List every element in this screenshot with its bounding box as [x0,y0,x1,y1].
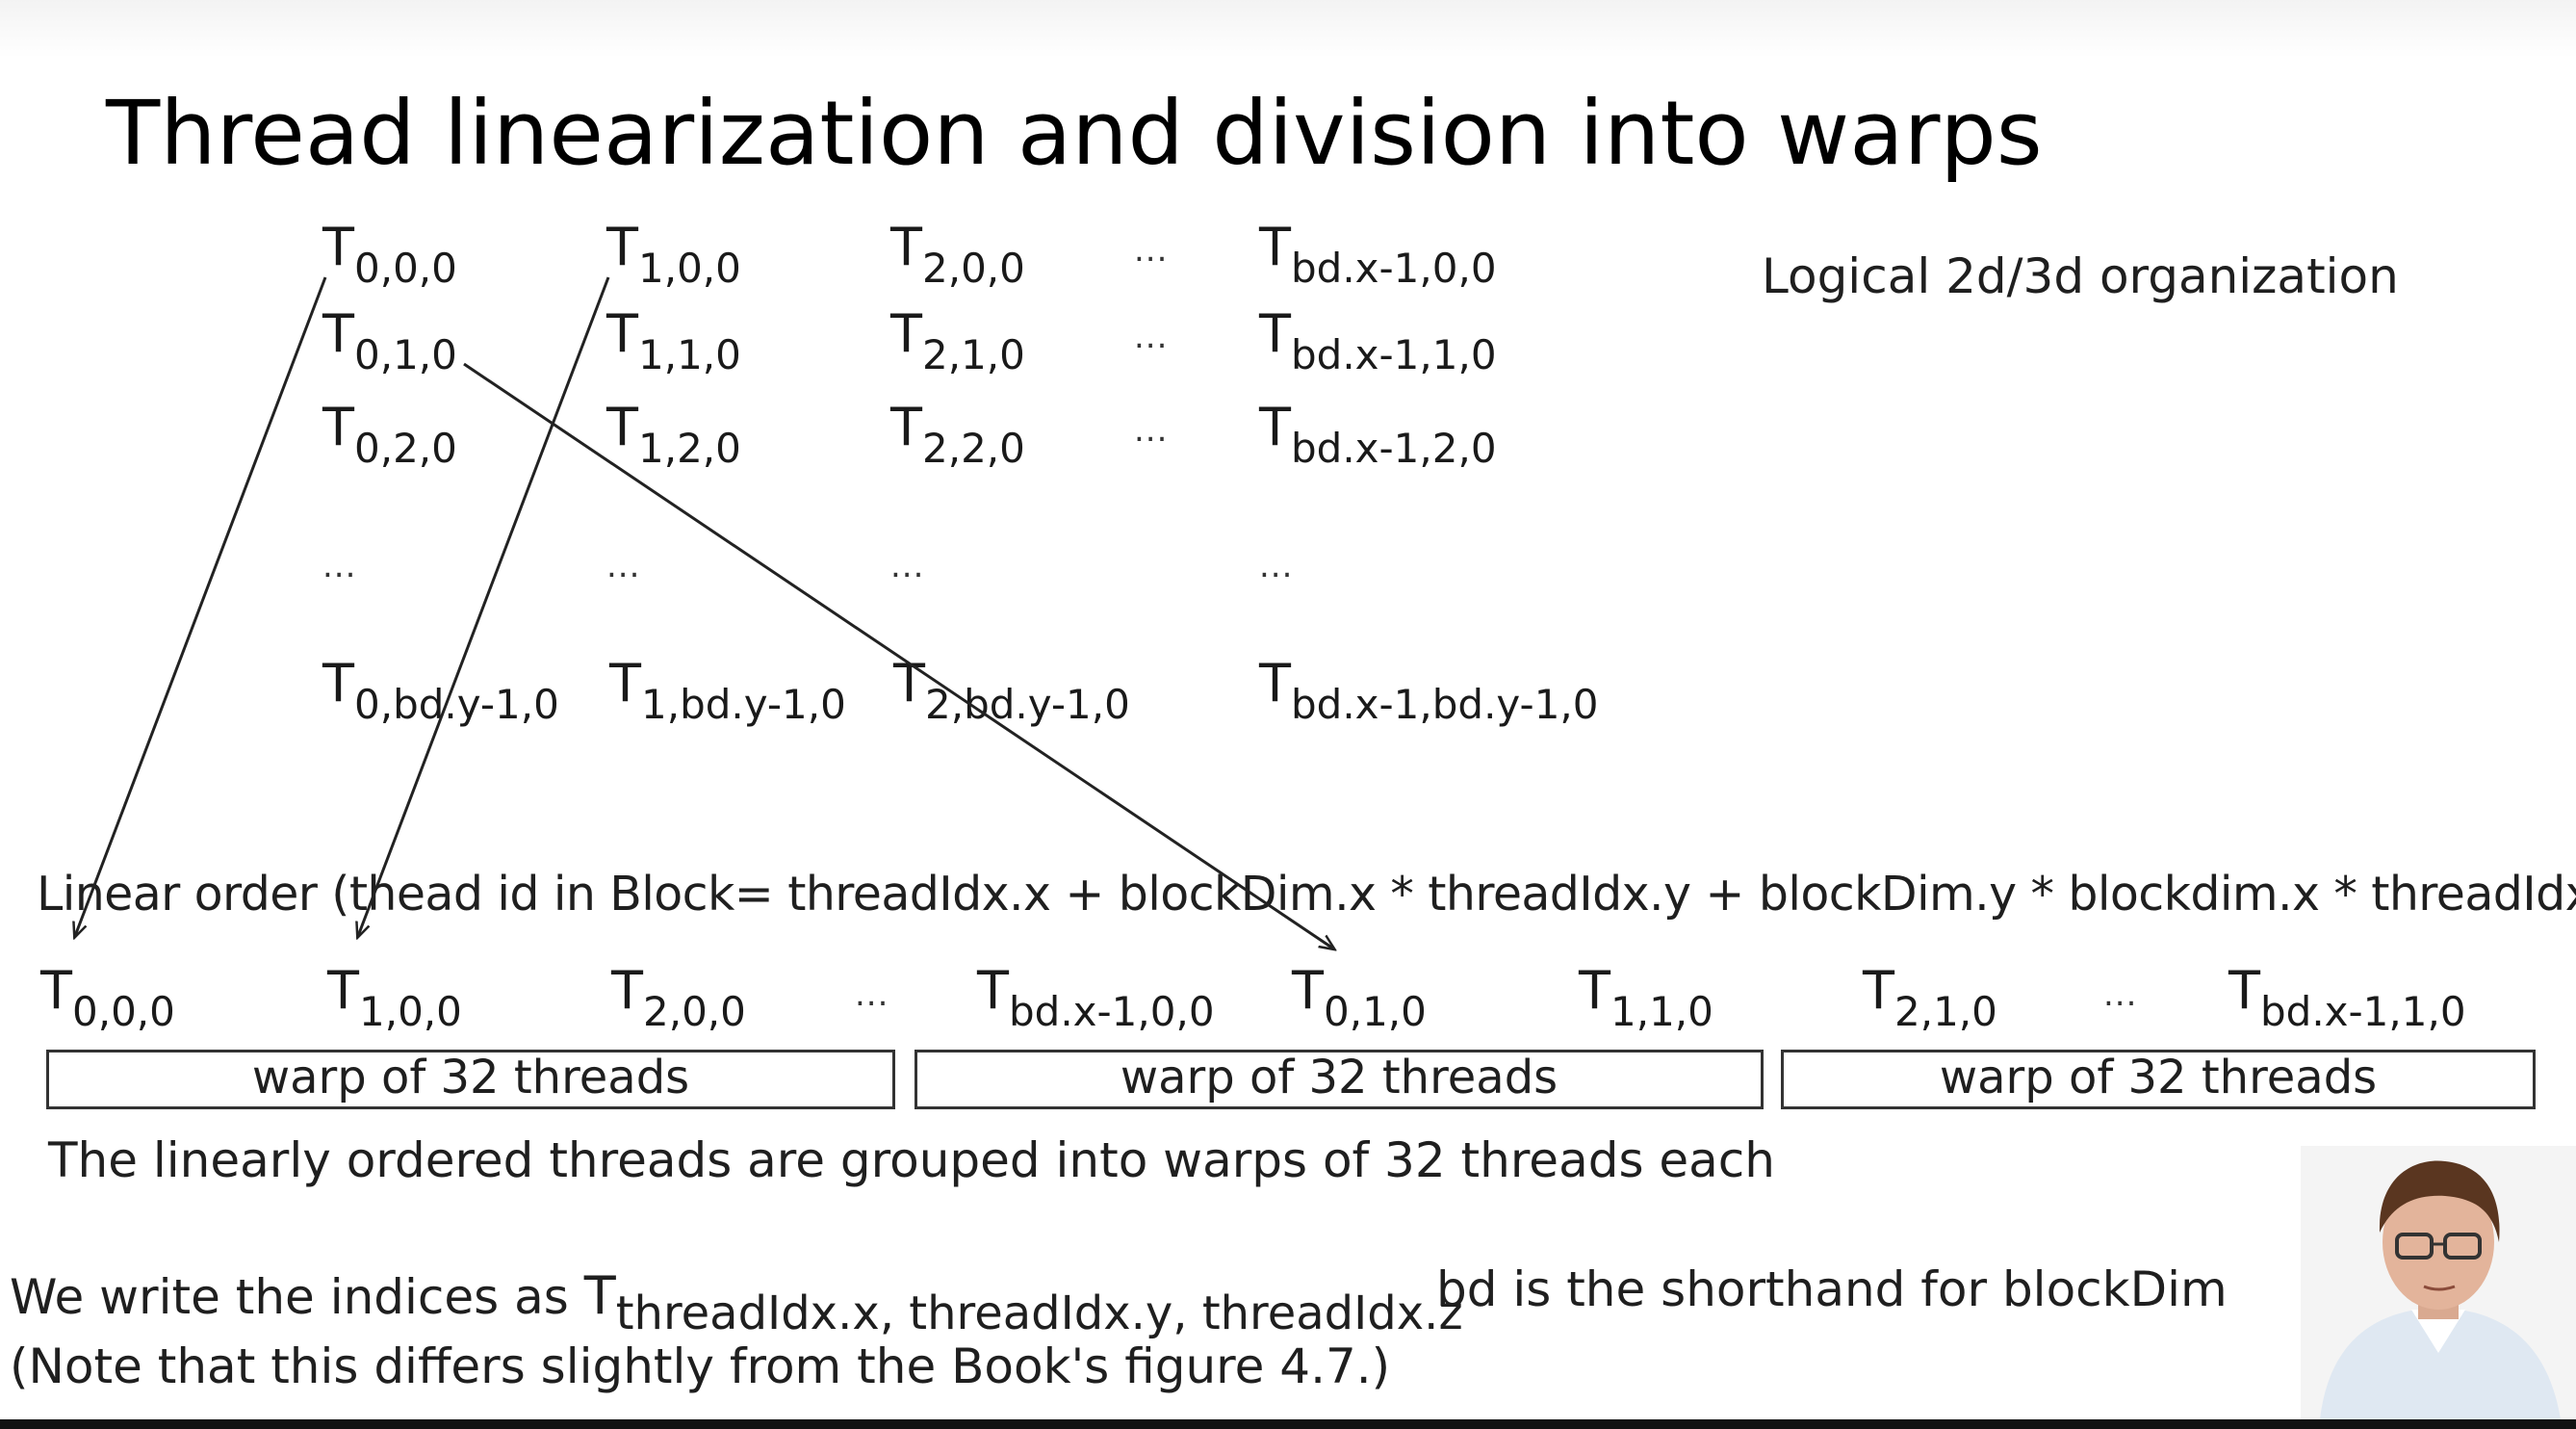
warp-box-1: warp of 32 threads [46,1050,895,1109]
col3-ellipsis: ... [1259,547,1294,585]
grid-thread-0-bdy-0: T0,bd.y-1,0 [322,653,559,728]
indices-note: We write the indices as TthreadIdx.x, th… [10,1265,1463,1340]
col2-ellipsis: ... [890,547,925,585]
grid-thread-2-1-0: T2,1,0 [890,303,1025,378]
linear-thread-0-1-0: T0,1,0 [1292,960,1427,1035]
warp-box-2: warp of 32 threads [914,1050,1764,1109]
grid-thread-2-bdy-0: T2,bd.y-1,0 [893,653,1130,728]
col1-ellipsis: ... [606,547,641,585]
grid-thread-2-2-0: T2,2,0 [890,397,1025,472]
linear-ellipsis-1: ... [855,975,889,1014]
grid-thread-bdx-2-0: Tbd.x-1,2,0 [1259,397,1497,472]
slide-title: Thread linearization and division into w… [106,82,2043,185]
linear-thread-1-1-0: T1,1,0 [1579,960,1713,1035]
presenter-video [2301,1146,2576,1419]
linear-thread-bdx-1-0: Tbd.x-1,1,0 [2228,960,2466,1035]
grid-thread-1-1-0: T1,1,0 [606,303,741,378]
warp-box-3: warp of 32 threads [1781,1050,2536,1109]
grid-thread-bdx-1-0: Tbd.x-1,1,0 [1259,303,1497,378]
linear-thread-2-0-0: T2,0,0 [611,960,746,1035]
grid-thread-0-0-0: T0,0,0 [322,217,457,292]
linear-thread-2-1-0: T2,1,0 [1863,960,1997,1035]
col0-ellipsis: ... [322,547,357,585]
grid-thread-1-0-0: T1,0,0 [606,217,741,292]
grid-thread-2-0-0: T2,0,0 [890,217,1025,292]
row2-ellipsis: ... [1134,411,1169,450]
row1-ellipsis: ... [1134,318,1169,356]
grid-thread-bdx-0-0: Tbd.x-1,0,0 [1259,217,1497,292]
video-bottom-bar [0,1419,2576,1429]
arrow-0-0-0 [75,276,327,936]
grid-thread-0-2-0: T0,2,0 [322,397,457,472]
grid-thread-1-bdy-0: T1,bd.y-1,0 [609,653,846,728]
book-note: (Note that this differs slightly from th… [10,1338,1391,1394]
linear-thread-0-0-0: T0,0,0 [40,960,175,1035]
grid-thread-0-1-0: T0,1,0 [322,303,457,378]
grouped-note: The linearly ordered threads are grouped… [48,1132,1775,1188]
presenter-avatar [2301,1146,2576,1419]
logical-organization-label: Logical 2d/3d organization [1762,248,2399,304]
grid-thread-1-2-0: T1,2,0 [606,397,741,472]
row0-ellipsis: ... [1134,231,1169,270]
linear-ellipsis-2: ... [2103,975,2138,1014]
shorthand-note: bd is the shorthand for blockDim [1436,1261,2228,1317]
linear-thread-1-0-0: T1,0,0 [327,960,462,1035]
grid-thread-bdx-bdy-0: Tbd.x-1,bd.y-1,0 [1259,653,1599,728]
linear-order-label: Linear order (thead id in Block= threadI… [37,867,2576,922]
linear-thread-bdx-0-0: Tbd.x-1,0,0 [977,960,1215,1035]
